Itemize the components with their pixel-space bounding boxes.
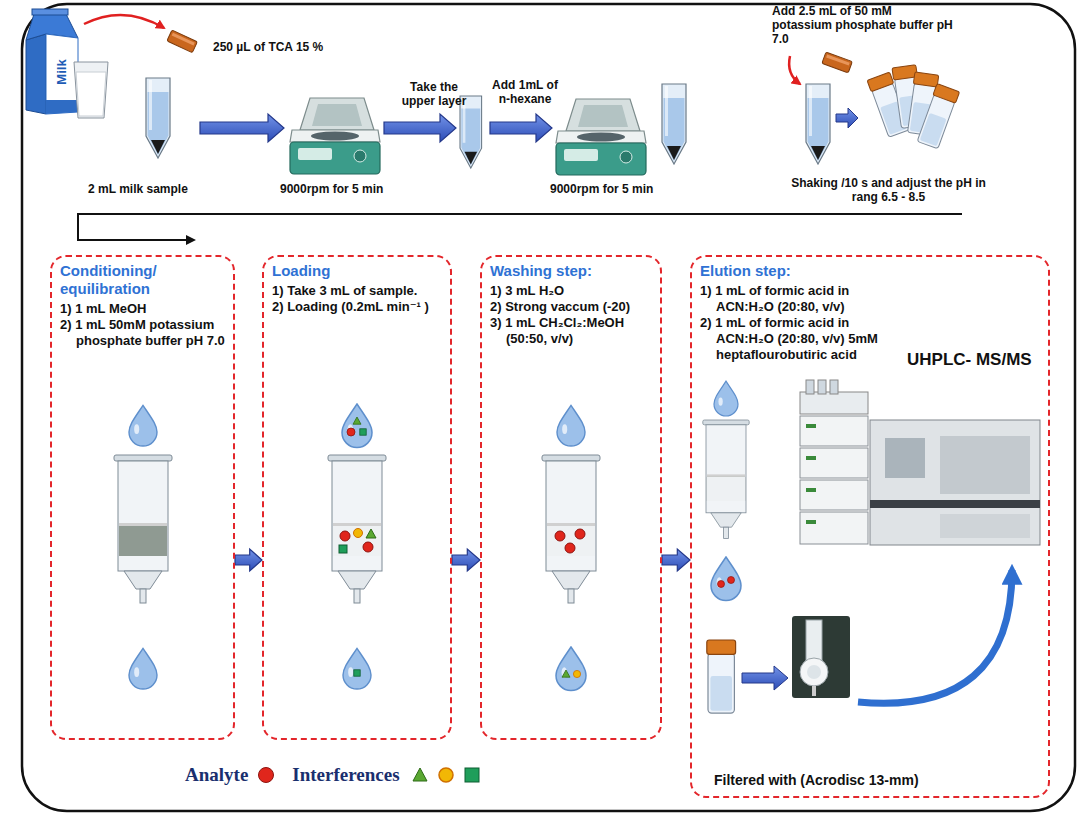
step-item: 1) 1 mL MeOH <box>60 301 225 317</box>
outer-frame <box>22 4 1075 811</box>
legend-item: Analyte <box>185 764 274 786</box>
step-box: Washing step: 1) 3 mL H₂O2) Strong vaccum… <box>480 255 662 740</box>
flow-line <box>78 214 962 240</box>
step-item: 1) 1 mL of formic acid in ACN:H₂O (20:80… <box>700 283 905 315</box>
step-arrow <box>384 114 456 142</box>
tube <box>146 78 170 158</box>
spe-elution <box>703 381 749 713</box>
step-item: 1) Take 3 mL of sample. <box>272 283 442 299</box>
step-heading: Loading <box>272 262 442 280</box>
step-label: Shaking /10 s and adjust the pH in rang … <box>786 176 991 204</box>
step-heading: Elution step: <box>700 262 905 280</box>
legend-swatch <box>258 767 274 783</box>
milk-carton <box>26 9 78 114</box>
step-box: Elution step: 1) 1 mL of formic acid in A… <box>690 255 1050 798</box>
add-arrow <box>84 15 164 28</box>
interference-shapes <box>410 765 486 785</box>
step-label: 9000rpm for 5 min <box>550 182 680 196</box>
tube-cap <box>822 52 852 73</box>
step-text: Washing step: 1) 3 mL H₂O2) Strong vaccum… <box>490 262 652 347</box>
step-arrow <box>235 549 262 571</box>
step-text: Conditioning/ equilibration 1) 1 mL MeOH2… <box>60 262 225 349</box>
step-label: 2 mL milk sample <box>88 182 228 196</box>
add-arrow <box>789 56 800 84</box>
step-item: 2) 1 mL 50mM potassium phosphate buffer … <box>60 317 225 349</box>
legend-text: Interferences <box>292 764 399 786</box>
step-arrow <box>836 108 858 128</box>
filter-note: Filtered with (Acrodisc 13-mm) <box>714 772 919 789</box>
return-arrow <box>858 570 1012 703</box>
milk-glass <box>74 62 108 118</box>
spe-washing <box>542 405 600 690</box>
step-label: Add 1mL of n-hexane <box>485 78 565 106</box>
shaken-vials <box>867 65 960 149</box>
tube-cap <box>167 30 197 53</box>
legend-text: Analyte <box>185 764 248 786</box>
step-label: 9000rpm for 5 min <box>280 182 410 196</box>
step-arrow <box>200 114 284 142</box>
spe-conditioning <box>114 405 172 689</box>
centrifuge <box>556 99 646 175</box>
tube <box>806 84 830 164</box>
step-arrow <box>742 666 788 690</box>
step-text: Elution step: 1) 1 mL of formic acid in A… <box>700 262 905 363</box>
legend-item: Interferences <box>292 764 485 786</box>
step-heading: Washing step: <box>490 262 652 280</box>
step-label: Add 2.5 mL of 50 mM potassium phosphate … <box>772 4 954 46</box>
spe-loading <box>328 404 386 689</box>
legend: Analyte Interferences <box>185 764 504 786</box>
step-label: 250 µL of TCA 15 % <box>213 40 363 54</box>
step-arrow <box>662 549 690 571</box>
step-box: Loading 1) Take 3 mL of sample.2) Loading… <box>262 255 452 740</box>
step-item: 2) 1 mL of formic acid in ACN:H₂O (20:80… <box>700 315 905 363</box>
uhplc-msms-instrument <box>800 380 1040 545</box>
carton-label: Milk <box>55 50 69 94</box>
step-box: Conditioning/ equilibration 1) 1 mL MeOH2… <box>50 255 235 740</box>
step-item: 2) Strong vaccum (-20) <box>490 299 652 315</box>
step-text: Loading 1) Take 3 mL of sample.2) Loading… <box>272 262 442 315</box>
step-label: Take the upper layer <box>396 80 472 108</box>
step-item: 1) 3 mL H₂O <box>490 283 652 299</box>
syringe-filter-photo <box>792 616 850 698</box>
centrifuge <box>290 98 380 174</box>
step-heading: Conditioning/ equilibration <box>60 262 225 298</box>
step-item: 3) 1 mL CH₂Cl₂:MeOH (50:50, v/v) <box>490 315 652 347</box>
step-arrow <box>490 114 552 142</box>
tube <box>662 84 686 164</box>
instrument-label: UHPLC- MS/MS <box>907 350 1032 370</box>
step-item: 2) Loading (0.2mL min⁻¹ ) <box>272 299 442 315</box>
step-arrow <box>452 549 480 571</box>
